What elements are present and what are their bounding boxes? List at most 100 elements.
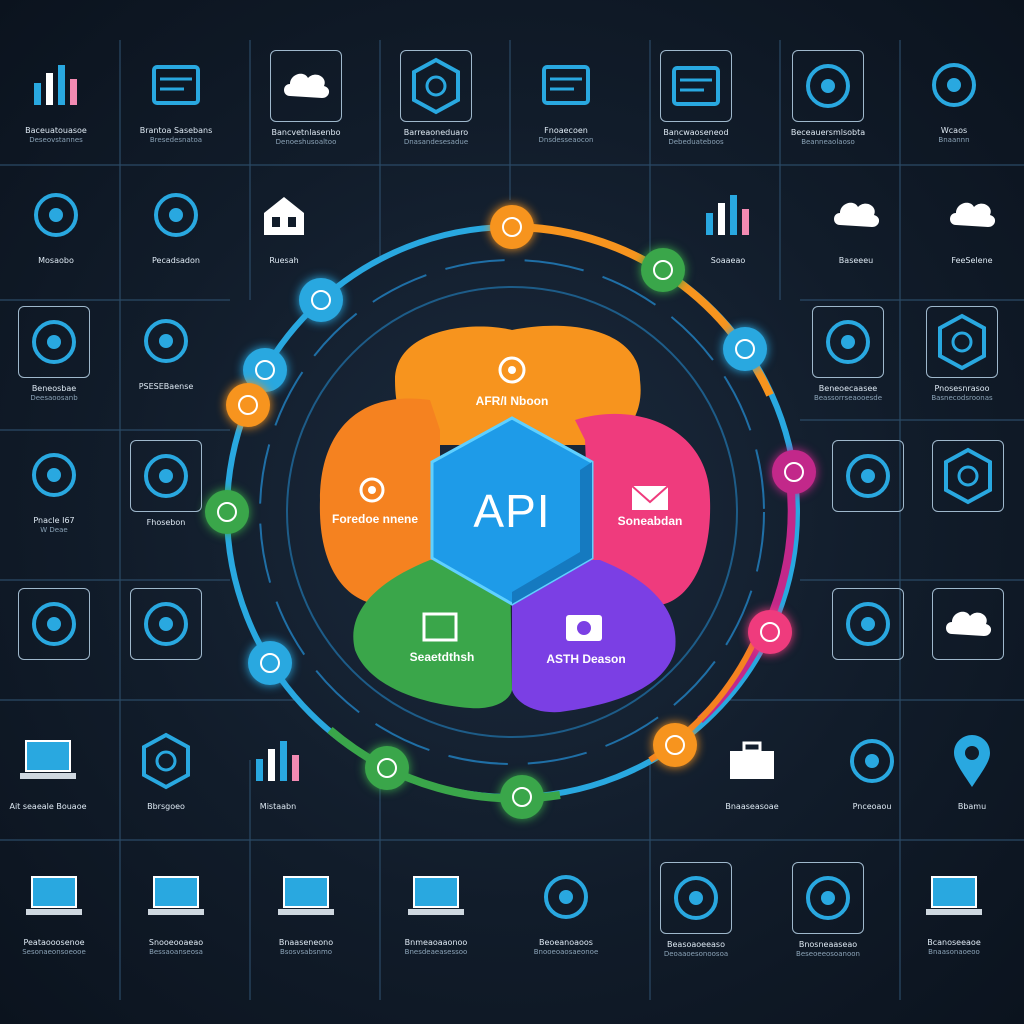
ring-node-cloud-icon[interactable] — [723, 326, 768, 371]
tile-fingerprint[interactable]: Pnceoaou — [824, 726, 920, 836]
tile-glyph — [919, 862, 989, 932]
tile-glyph — [792, 862, 864, 934]
tile-glyph — [693, 180, 763, 250]
tile-cloud[interactable]: FeeSelene — [924, 180, 1020, 290]
tile-folder[interactable] — [118, 588, 214, 698]
tile-cube[interactable]: Fhosebon — [118, 440, 214, 550]
tile-sublabel: Dnasandesesadue — [403, 138, 469, 146]
tile-glyph — [18, 306, 90, 378]
ring-node-tag-icon[interactable] — [772, 450, 817, 495]
tile-bar-chart[interactable]: Soaaeao — [680, 180, 776, 290]
link-icon — [674, 876, 718, 920]
briefcase-icon — [730, 741, 774, 779]
tile-network[interactable] — [820, 440, 916, 550]
ring-node-cloud-icon[interactable] — [248, 641, 293, 686]
laptop-icon — [148, 876, 204, 915]
tile-glyph — [141, 50, 211, 120]
tile-glyph — [932, 588, 1004, 660]
server-icon — [152, 65, 200, 105]
chat-icon — [154, 193, 198, 237]
tile-chat[interactable]: Pecadsadon — [128, 180, 224, 290]
tile-glyph — [812, 306, 884, 378]
tile-laptop[interactable]: Ait seaeale Bouaoe — [0, 726, 96, 836]
tile-label: Snooeooaeao — [148, 938, 204, 947]
tile-cloud[interactable]: Baseeeu — [808, 180, 904, 290]
tile-label: Pecadsadon — [152, 256, 200, 265]
ring-node-grid-icon[interactable] — [365, 746, 410, 791]
tile-sublabel: Sesonaeonsoeooe — [22, 948, 86, 956]
tile-glyph — [18, 588, 90, 660]
tile-sublabel: Beanneaolaoso — [801, 138, 855, 146]
tablet-icon — [144, 319, 188, 363]
tile-label: Beasoaoeeaso — [667, 940, 725, 949]
tile-sublabel: Basnecodsroonas — [931, 394, 993, 402]
tile-label: Brantoa Sasebans — [139, 126, 213, 135]
tile-hexagon[interactable] — [920, 440, 1016, 550]
ring-node-link-icon[interactable] — [641, 248, 686, 293]
middle-ring — [259, 259, 765, 765]
plug-icon — [217, 502, 237, 522]
tile-people[interactable]: Mosaobo — [8, 180, 104, 290]
tile-label: Bancwaoseneod — [663, 128, 729, 137]
tile-label: Baceuatouasoe — [25, 126, 87, 135]
tile-glyph — [401, 862, 471, 932]
hexagon-icon — [412, 57, 460, 115]
tile-hexagon[interactable]: Bbrsgoeo — [118, 726, 214, 836]
tile-briefcase[interactable]: Bnaaseasoae — [704, 726, 800, 836]
ring-node-doc-icon[interactable] — [653, 723, 698, 768]
tag-icon — [784, 462, 805, 483]
tile-sublabel: Dnsdesseaocon — [538, 136, 594, 144]
tile-sublabel: Bresedesnatoa — [149, 136, 203, 144]
ring-node-camera-icon[interactable] — [748, 610, 793, 655]
tile-label: Pnacle I67 — [33, 516, 75, 525]
ring-node-bolt-icon[interactable] — [225, 383, 270, 428]
tile-label: Mistaabn — [259, 802, 297, 811]
tile-glyph — [19, 440, 89, 510]
tile-glyph — [660, 50, 732, 122]
tile-person[interactable] — [820, 588, 916, 698]
tile-circuit[interactable] — [6, 588, 102, 698]
tile-sublabel: Debeduateboos — [668, 138, 724, 146]
ring-node-person-icon[interactable] — [499, 774, 544, 819]
bolt-icon — [237, 395, 258, 416]
ring-node-gear-icon[interactable] — [299, 278, 344, 323]
tile-location[interactable]: Bbamu — [924, 726, 1020, 836]
tile-house[interactable]: Ruesah — [236, 180, 332, 290]
ring-node-refresh-icon[interactable] — [490, 205, 534, 249]
tile-label: Soaaeao — [710, 256, 746, 265]
tile-label: Bnaaseneono — [278, 938, 334, 947]
tile-cloud[interactable] — [920, 588, 1016, 698]
tile-bar-chart[interactable]: Mistaabn — [230, 726, 326, 836]
tile-glyph — [130, 588, 202, 660]
ring-node-plug-icon[interactable] — [205, 490, 249, 534]
tile-label: Fhosebon — [146, 518, 186, 527]
tile-tablet[interactable]: PSESEBaense — [118, 306, 214, 416]
tile-glyph — [131, 726, 201, 796]
tile-glyph — [141, 862, 211, 932]
tile-label: Bbrsgoeo — [147, 802, 185, 811]
folder-icon — [144, 602, 188, 646]
cloud-icon — [950, 202, 996, 227]
cloud-icon — [735, 338, 756, 359]
inner-ring — [286, 286, 738, 738]
